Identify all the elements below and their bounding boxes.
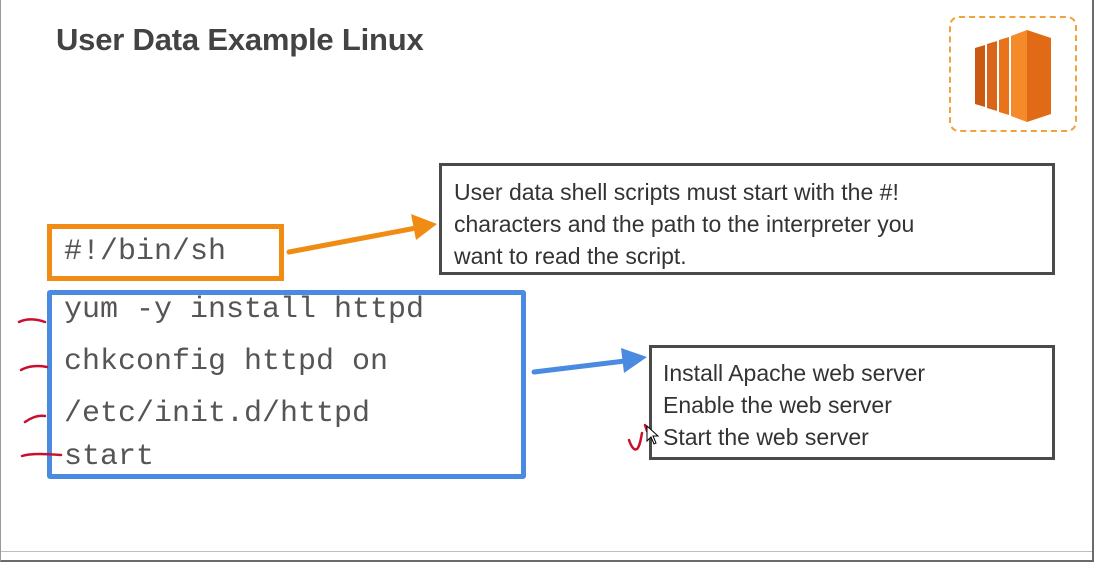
ec2-logo-frame [949,16,1077,132]
code-line-install: yum -y install httpd [64,293,425,327]
code-line-init: /etc/init.d/httpd [64,397,371,431]
commands-note-line-1: Install Apache web server [663,360,926,386]
shebang-highlight-box: #!/bin/sh [47,224,284,281]
shebang-note-line-3: want to read the script. [454,243,687,269]
blue-arrow-right-icon [531,348,647,375]
shebang-note-line-2: characters and the path to the interpret… [454,211,915,237]
commands-note-line-3: Start the web server [663,424,869,450]
shebang-note-line-1: User data shell scripts must start with … [454,179,899,205]
code-line-start: start [64,440,155,474]
bottom-divider [1,551,1092,552]
commands-note-line-2: Enable the web server [663,392,892,418]
shebang-line: #!/bin/sh [64,235,227,269]
orange-arrow-right-icon [286,214,437,255]
commands-highlight-box: yum -y install httpd chkconfig httpd on … [47,290,526,479]
ec2-compute-icon [975,30,1051,122]
commands-note-box: Install Apache web server Enable the web… [649,345,1055,460]
slide-title: User Data Example Linux [56,22,424,57]
code-line-chkconfig: chkconfig httpd on [64,345,389,379]
shebang-note-box: User data shell scripts must start with … [439,163,1055,275]
